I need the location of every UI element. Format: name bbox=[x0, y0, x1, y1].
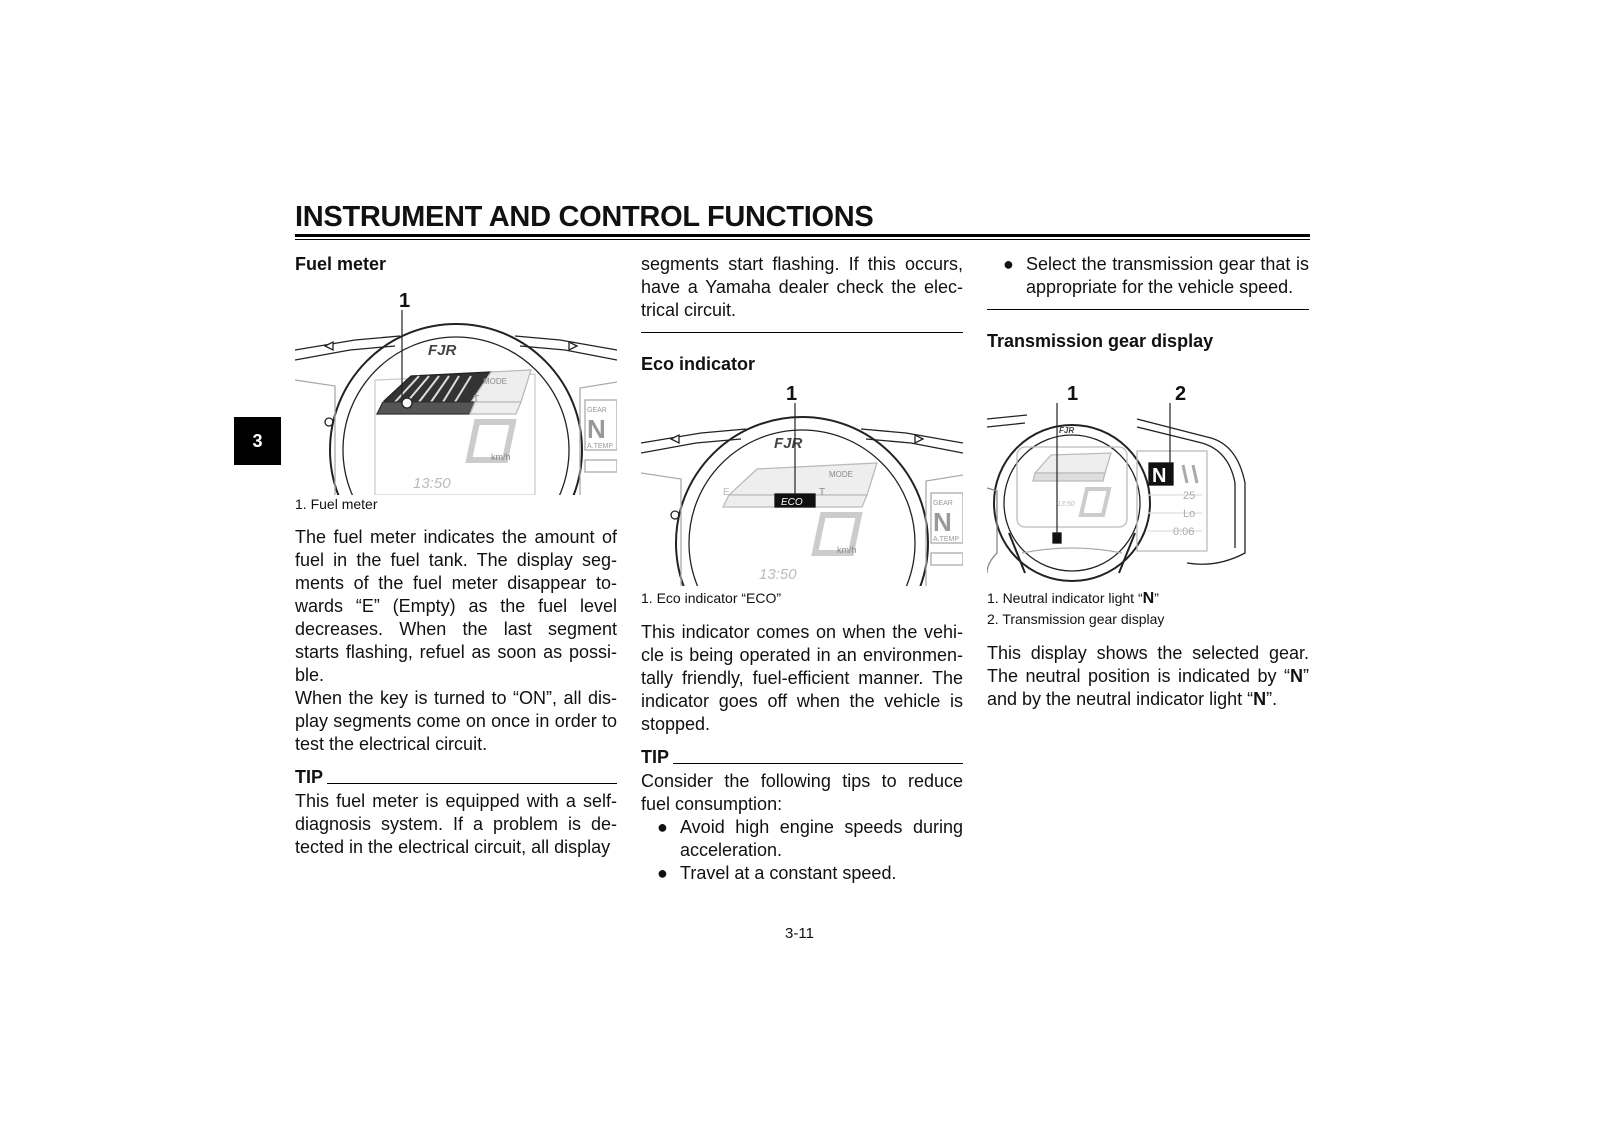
section-separator bbox=[641, 332, 963, 333]
eco-illustration: FJR MODE T E ECO km/h 13:50 GEAR N A.TEM… bbox=[641, 403, 963, 586]
fuel-meter-heading: Fuel meter bbox=[295, 254, 387, 274]
svg-text:FJR: FJR bbox=[1059, 426, 1074, 435]
svg-text:km/h: km/h bbox=[491, 452, 511, 462]
svg-text:13:50: 13:50 bbox=[1057, 501, 1075, 508]
gear-callout-1: 1 bbox=[1067, 383, 1079, 405]
fuel-meter-body-1: The fuel meter indicates the amount of f… bbox=[295, 527, 617, 685]
svg-text:N: N bbox=[1152, 465, 1166, 487]
gear-section: ●Select the transmission gear that is ap… bbox=[987, 253, 1309, 353]
list-item: ●Select the transmission gear that is ap… bbox=[1003, 254, 1309, 297]
neutral-symbol: N bbox=[1290, 666, 1303, 686]
bullet-icon: ● bbox=[657, 863, 668, 883]
eco-section: segments start flashing. If this occurs,… bbox=[641, 253, 963, 376]
section-separator bbox=[987, 309, 1309, 310]
eco-callout: 1 bbox=[786, 383, 798, 405]
svg-text:ECO: ECO bbox=[781, 497, 803, 508]
svg-text:N: N bbox=[587, 414, 606, 444]
fuel-meter-text: 1. Fuel meter The fuel meter indicates t… bbox=[295, 494, 617, 859]
list-item: ●Travel at a constant speed. bbox=[657, 863, 897, 883]
fuel-meter-callout: 1 bbox=[399, 290, 411, 312]
tip-label: TIP bbox=[641, 747, 670, 767]
svg-text:0:06: 0:06 bbox=[1173, 526, 1194, 538]
eco-caption: 1. Eco indicator “ECO” bbox=[641, 590, 782, 606]
bullet-icon: ● bbox=[657, 817, 668, 837]
tip-rule bbox=[673, 763, 963, 764]
svg-text:13:50: 13:50 bbox=[413, 475, 451, 492]
fuel-meter-caption: 1. Fuel meter bbox=[295, 496, 378, 512]
svg-text:Lo: Lo bbox=[1183, 508, 1195, 520]
gear-callout-2: 2 bbox=[1175, 383, 1187, 405]
svg-text:25: 25 bbox=[1183, 490, 1195, 502]
svg-text:T: T bbox=[819, 487, 825, 498]
gear-body: This display shows the selected gear. Th… bbox=[987, 643, 1309, 709]
title-rule-thin bbox=[295, 239, 1310, 240]
svg-text:FJR: FJR bbox=[774, 435, 803, 452]
gear-display-illustration: FJR 13:50 N 25 Lo 0:06 bbox=[987, 403, 1246, 582]
eco-body: This indicator comes on when the vehi­cl… bbox=[641, 622, 963, 734]
svg-text:MODE: MODE bbox=[829, 470, 853, 479]
eco-heading: Eco indicator bbox=[641, 354, 756, 374]
gear-heading: Transmission gear display bbox=[987, 331, 1214, 351]
page-number: 3-11 bbox=[785, 925, 814, 942]
svg-text:FJR: FJR bbox=[428, 342, 457, 359]
fuel-meter-tip-text-1: This fuel meter is equipped with a self-… bbox=[295, 791, 617, 857]
fuel-meter-tip: TIP bbox=[295, 766, 617, 788]
svg-text:MODE: MODE bbox=[483, 377, 507, 386]
eco-tip-intro: Consider the following tips to reduce fu… bbox=[641, 771, 963, 814]
svg-text:GEAR: GEAR bbox=[587, 407, 607, 414]
gear-caption-1: 1. Neutral indicator light “N” bbox=[987, 590, 1159, 607]
svg-text:E: E bbox=[377, 394, 384, 405]
tip-label: TIP bbox=[295, 767, 324, 787]
title-rule bbox=[295, 234, 1310, 237]
svg-text:13:50: 13:50 bbox=[759, 566, 797, 583]
neutral-symbol: N bbox=[1142, 590, 1155, 607]
svg-text:T: T bbox=[473, 394, 479, 405]
svg-text:A.TEMP: A.TEMP bbox=[933, 536, 959, 543]
fuel-meter-section: Fuel meter bbox=[295, 253, 617, 276]
neutral-symbol: N bbox=[1253, 689, 1267, 709]
page-title: INSTRUMENT AND CONTROL FUNCTIONS bbox=[295, 201, 874, 233]
fuel-meter-illustration: FJR MODE T E km/h 13:50 GEAR N A.TEMP bbox=[295, 310, 617, 495]
svg-text:A.TEMP: A.TEMP bbox=[587, 443, 613, 450]
eco-text: 1. Eco indicator “ECO” This indicator co… bbox=[641, 588, 963, 885]
svg-text:N: N bbox=[933, 507, 952, 537]
fuel-meter-body-2: When the key is turned to “ON”, all dis­… bbox=[295, 688, 617, 754]
gear-text: 1. Neutral indicator light “N” 2. Transm… bbox=[987, 588, 1309, 711]
fuel-meter-tip-text-2: segments start flashing. If this occurs,… bbox=[641, 254, 963, 320]
chapter-tab: 3 bbox=[234, 417, 281, 465]
list-item: ●Avoid high engine speeds during acceler… bbox=[657, 817, 963, 860]
svg-text:km/h: km/h bbox=[837, 545, 857, 555]
bullet-icon: ● bbox=[1003, 254, 1014, 274]
tip-rule bbox=[327, 783, 617, 784]
eco-tip: TIP bbox=[641, 746, 963, 768]
gear-caption-2: 2. Transmission gear display bbox=[987, 611, 1165, 627]
svg-text:E: E bbox=[723, 487, 730, 498]
svg-text:GEAR: GEAR bbox=[933, 500, 953, 507]
